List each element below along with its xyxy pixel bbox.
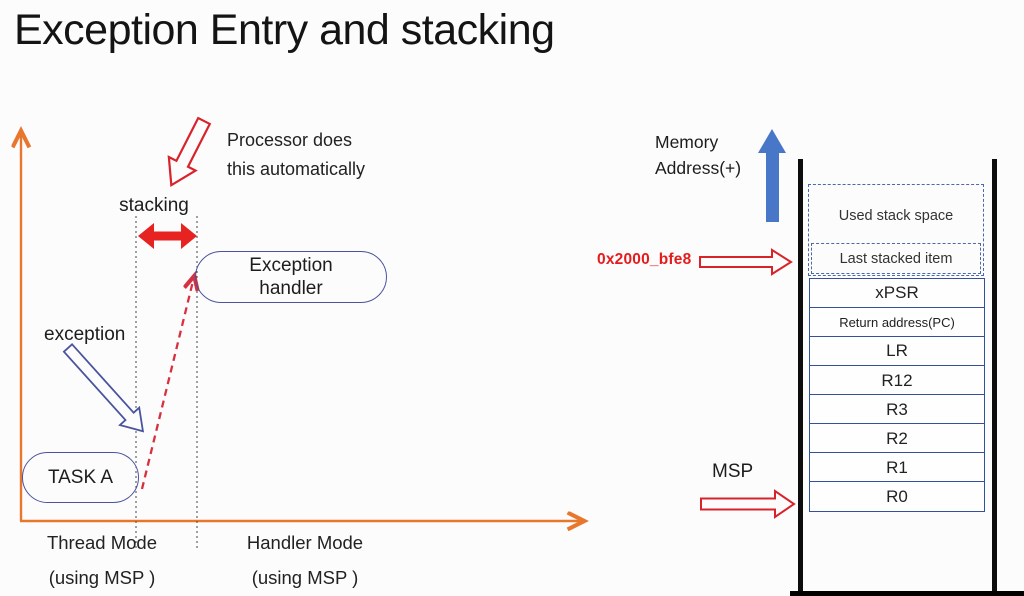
stack-row-lr: LR (809, 336, 985, 367)
used-stack-region (808, 184, 984, 276)
processor-note: Processor does this automatically (227, 126, 365, 184)
exception-arrow (62, 343, 145, 433)
memory-direction-arrow (758, 129, 786, 222)
handler-mode-label: Handler Mode (using MSP ) (230, 532, 380, 589)
stack-pointer-address-label: 0x2000_bfe8 (597, 251, 692, 268)
stack-row-xpsr: xPSR (809, 278, 985, 309)
memory-address-label: Memory Address(+) (655, 129, 741, 181)
address-pointer-arrow (699, 248, 793, 276)
thread-mode-line1: Thread Mode (46, 532, 158, 553)
processor-note-line2: this automatically (227, 159, 366, 179)
stack-wall-right (992, 159, 997, 596)
stack-row-r3: R3 (809, 394, 985, 425)
handler-mode-line2: (using MSP ) (251, 567, 359, 588)
memory-address-line2: Address(+) (655, 158, 742, 178)
stack-row-return-address: Return address(PC) (809, 307, 985, 338)
msp-label: MSP (712, 461, 754, 482)
exception-handler-label: Exception handler (249, 255, 333, 299)
task-a-node: TASK A (22, 452, 139, 503)
stack-frame: xPSR Return address(PC) LR R12 R3 R2 R1 … (809, 278, 985, 513)
thread-mode-label: Thread Mode (using MSP ) (27, 532, 177, 589)
stack-row-r2: R2 (809, 423, 985, 454)
handler-mode-line1: Handler Mode (246, 532, 364, 553)
stack-row-r12: R12 (809, 365, 985, 396)
processor-auto-arrow (167, 116, 212, 188)
msp-arrow (700, 489, 796, 519)
memory-address-line1: Memory (655, 132, 719, 152)
exception-transition-dashed-arrow (140, 277, 194, 490)
page-title: Exception Entry and stacking (14, 6, 555, 54)
processor-note-line1: Processor does (227, 130, 353, 150)
exception-label: exception (44, 324, 126, 345)
stack-row-r1: R1 (809, 452, 985, 484)
stack-row-r0: R0 (809, 481, 985, 513)
stacking-label: stacking (119, 195, 189, 216)
last-stacked-item-box: Last stacked item (811, 243, 981, 274)
exception-handler-node: Exception handler (195, 251, 387, 303)
used-stack-space-label: Used stack space (838, 208, 954, 224)
bottom-edge-strip (790, 591, 1024, 596)
task-a-label: TASK A (47, 466, 114, 488)
stack-wall-left (798, 159, 803, 596)
thread-mode-line2: (using MSP ) (48, 567, 156, 588)
stacking-double-arrow (138, 223, 197, 249)
